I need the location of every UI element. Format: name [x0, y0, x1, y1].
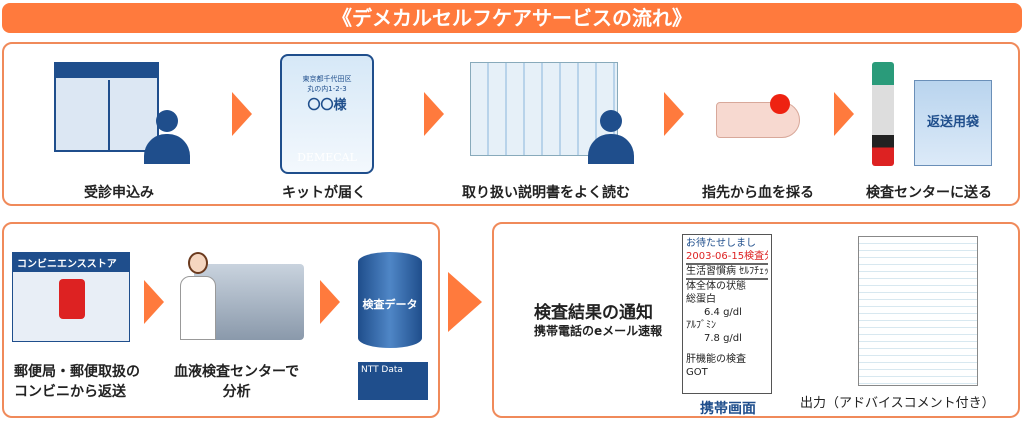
step-label-read-manual: 取り扱い説明書をよく読む — [462, 185, 630, 201]
arrow-icon — [144, 280, 164, 324]
phone-line: 体全体の状態 — [686, 281, 746, 292]
phone-line: 肝機能の検査 — [686, 354, 746, 365]
printed-report — [858, 236, 978, 386]
kit-address: 東京都千代田区 — [302, 75, 352, 83]
print-caption: 出力（アドバイスコメント付き） — [800, 396, 995, 411]
database-label: 検査データ — [362, 298, 418, 311]
step-label-application: 受診申込み — [84, 185, 154, 201]
step-label-send: 検査センターに送る — [866, 185, 992, 201]
kit-address: 丸の内1-2-3 — [307, 85, 347, 93]
bag-label: 返送用袋 — [926, 115, 979, 130]
kit-brand: DEMECAL — [297, 151, 357, 164]
phone-line: お待たせしまし — [686, 238, 756, 249]
step-label-return: 郵便局・郵便取扱の コンビニから返送 — [14, 362, 140, 402]
bottom-left-panel: コンビニエンスストア 郵便局・郵便取扱の コンビニから返送 血液検査センターで … — [2, 222, 440, 418]
phone-screen: お待たせしまし 2003-06-15検査分 生活習慣病 ｾﾙﾌﾁｪｯｸ 体全体の… — [682, 234, 772, 394]
phone-line: 生活習慣病 ｾﾙﾌﾁｪｯｸ — [686, 265, 768, 280]
label-line: 血液検査センターで — [174, 364, 300, 380]
step-label-analysis: 血液検査センターで 分析 — [174, 362, 299, 402]
phone-line: GOT — [686, 367, 708, 378]
person-icon — [588, 110, 634, 166]
mailbox-icon — [59, 279, 85, 319]
instruction-manual — [470, 62, 618, 156]
reception-building-icon — [54, 62, 159, 152]
label-line: 郵便局・郵便取扱の — [14, 364, 140, 380]
ntt-data-logo: NTT Data — [358, 362, 428, 400]
arrow-icon — [232, 92, 252, 136]
kit-package: 東京都千代田区 丸の内1-2-3 〇〇様 DEMECAL — [280, 54, 374, 174]
person-icon — [144, 110, 190, 166]
phone-caption: 携帯画面 — [700, 401, 756, 417]
result-subheading: 携帯電話のeメール速報 — [534, 324, 663, 338]
arrow-icon — [834, 92, 854, 136]
label-line: コンビニから返送 — [14, 384, 126, 400]
phone-line: ｱﾙﾌﾞﾐﾝ — [686, 320, 716, 331]
blood-drop-icon — [770, 94, 790, 114]
kit-name: 〇〇様 — [307, 98, 347, 113]
doctor-icon — [180, 252, 216, 342]
phone-line: 7.8 g/dl — [704, 333, 742, 344]
phone-line: 総蛋白 — [686, 294, 716, 305]
arrow-icon — [320, 280, 340, 324]
step-label-kit-arrives: キットが届く — [282, 185, 366, 201]
arrow-icon — [664, 92, 684, 136]
arrow-icon — [424, 92, 444, 136]
step-label-draw-blood: 指先から血を採る — [702, 185, 814, 201]
result-heading: 検査結果の通知 — [534, 303, 653, 323]
convenience-store: コンビニエンスストア — [12, 252, 130, 342]
database-icon: 検査データ — [358, 252, 422, 348]
return-bag: 返送用袋 — [914, 80, 992, 166]
arrow-icon — [448, 272, 482, 332]
page-title: 《デメカルセルフケアサービスの流れ》 — [2, 3, 1022, 33]
label-line: 分析 — [222, 384, 251, 400]
phone-line: 6.4 g/dl — [704, 307, 742, 318]
top-flow-panel: 受診申込み 東京都千代田区 丸の内1-2-3 〇〇様 DEMECAL キットが届… — [2, 42, 1020, 206]
sample-tube-icon — [872, 62, 894, 166]
store-sign: コンビニエンスストア — [13, 253, 129, 272]
phone-line: 2003-06-15検査分 — [686, 250, 768, 265]
